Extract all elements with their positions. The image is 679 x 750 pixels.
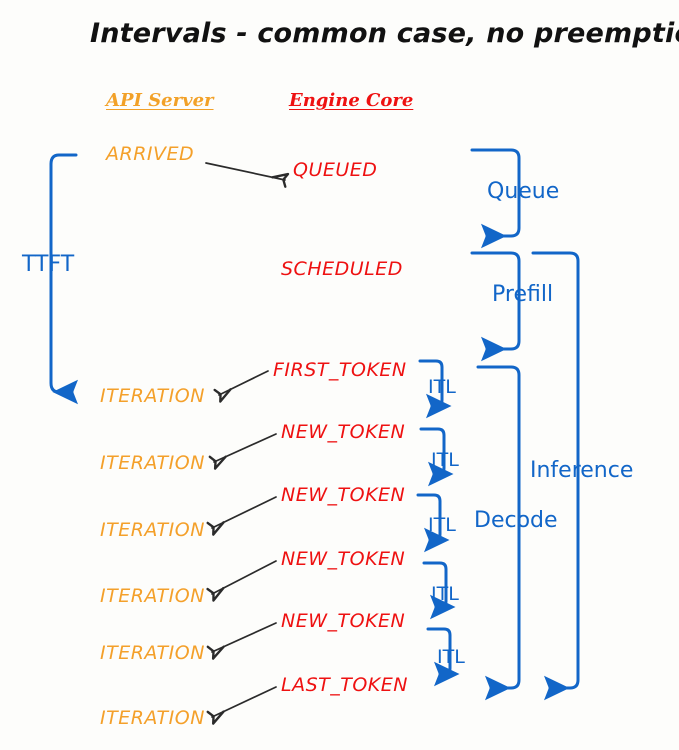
event-new-token-4: NEW_TOKEN (281, 610, 406, 632)
event-last-token: LAST_TOKEN (281, 674, 408, 696)
interval-label-itl-4: ITL (431, 583, 459, 605)
arrow-arrived-to-queued (205, 162, 285, 180)
event-new-token-3: NEW_TOKEN (281, 548, 406, 570)
interval-label-prefill: Prefill (492, 282, 554, 307)
event-queued: QUEUED (293, 159, 378, 181)
arrow-new-token-1-to-iteration-2 (214, 433, 277, 462)
column-header-api-server: API Server (106, 90, 214, 111)
event-first-token: FIRST_TOKEN (273, 359, 407, 381)
page-title: Intervals - common case, no preemptions (90, 18, 679, 49)
event-scheduled: SCHEDULED (281, 258, 403, 280)
interval-label-itl-5: ITL (437, 646, 465, 668)
event-new-token-1: NEW_TOKEN (281, 421, 406, 443)
iteration-3: ITERATION (100, 519, 205, 541)
iteration-6: ITERATION (100, 707, 205, 729)
interval-label-itl-3: ITL (428, 514, 456, 536)
interval-label-ttft: TTFT (22, 252, 75, 277)
iteration-5: ITERATION (100, 642, 205, 664)
interval-label-itl-1: ITL (428, 376, 456, 398)
event-new-token-2: NEW_TOKEN (281, 484, 406, 506)
arrow-last-token-to-iteration-6 (212, 686, 277, 717)
interval-label-queue: Queue (487, 179, 560, 204)
interval-label-decode: Decode (474, 508, 558, 533)
iteration-1: ITERATION (100, 385, 205, 407)
arrow-new-token-2-to-iteration-3 (212, 496, 277, 528)
column-header-engine-core: Engine Core (289, 90, 414, 111)
event-arrived: ARRIVED (106, 143, 195, 165)
arrow-first-token-to-iteration-1 (219, 370, 269, 395)
iteration-2: ITERATION (100, 452, 205, 474)
interval-label-itl-2: ITL (431, 449, 459, 471)
arrow-new-token-3-to-iteration-4 (212, 560, 277, 594)
iteration-4: ITERATION (100, 585, 205, 607)
arrow-new-token-4-to-iteration-5 (212, 622, 277, 652)
interval-label-inference: Inference (530, 458, 634, 483)
